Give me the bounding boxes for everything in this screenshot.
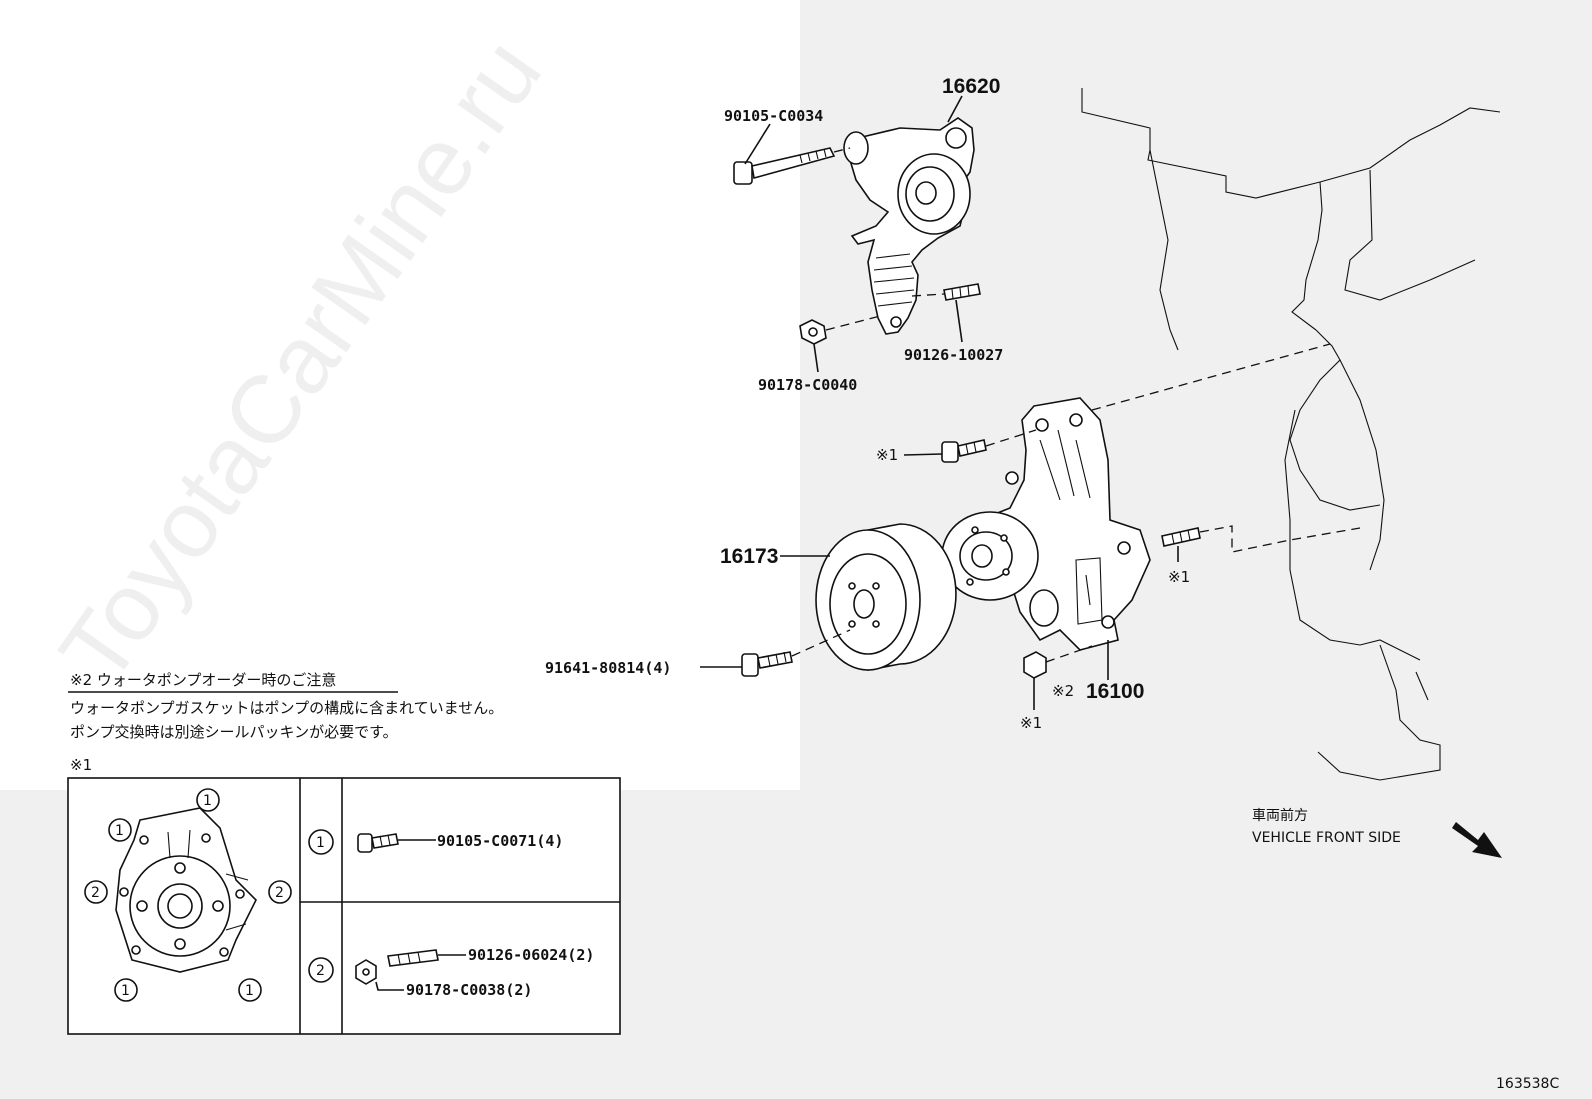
inset-label: ※1 [70,756,92,774]
white-panel [0,0,800,790]
row2-number: 2 [316,963,325,979]
notice-title: ※2 ウォータポンプオーダー時のご注意 [70,671,336,689]
callout-1d: 1 [245,983,254,999]
pulley-16173 [815,523,957,671]
callout-1b: 1 [115,823,124,839]
label-90105-C0034: 90105-C0034 [724,107,823,125]
row2-part-a: 90126-06024(2) [468,946,594,964]
row2-leader-b [375,981,404,991]
water-pump-assembly [941,397,1151,651]
leader-lines [700,95,1179,710]
row2-nut-icon [355,959,377,985]
label-16100: 16100 [1086,680,1144,703]
inset-pump-front-view [115,807,257,973]
figure-id: 163538C [1496,1076,1559,1092]
row1-number: 1 [316,835,325,851]
tensioner-assembly [843,117,975,335]
label-mark1-stud: ※1 [1168,568,1190,586]
row1-bolt-icon [357,833,399,853]
label-mark2: ※2 [1052,682,1074,700]
inset-table: 1 1 2 2 1 1 1 90105-C0071(4) 2 [67,777,621,1035]
callout-2a: 2 [91,885,100,901]
label-16173: 16173 [720,545,778,568]
engine-block-outline [1081,88,1501,781]
label-90126-10027: 90126-10027 [904,346,1003,364]
label-90178-C0040: 90178-C0040 [758,376,857,394]
pump-bolt-mark1 [941,429,1037,463]
label-mark1-nut: ※1 [1020,714,1042,732]
row1-part: 90105-C0071(4) [437,832,563,850]
bolt-90105-C0034 [733,147,851,185]
direction-arrow-icon [1452,822,1502,858]
inset-callouts: 1 1 2 2 1 1 [84,788,292,1002]
direction-en: VEHICLE FRONT SIDE [1252,830,1401,846]
label-mark1-bolt: ※1 [876,446,898,464]
pulley-bolt-91641-80814 [741,629,851,677]
notice-line-2: ポンプ交換時は別途シールパッキンが必要です。 [70,723,398,741]
notice-line-1: ウォータポンプガスケットはポンプの構成に含まれていません。 [70,699,503,717]
callout-1a: 1 [203,793,212,809]
row2-part-b: 90178-C0038(2) [406,981,532,999]
label-91641-80814: 91641-80814(4) [545,659,671,677]
pump-alignment-dash [1091,343,1331,411]
stud-90126-10027 [911,283,981,301]
direction-jp: 車両前方 [1252,807,1308,824]
row2-stud-icon [387,949,439,967]
notice-block: ※2 ウォータポンプオーダー時のご注意 ウォータポンプガスケットはポンプの構成に… [68,671,503,741]
pump-stud-mark1 [1161,525,1361,553]
watermark: ToyotaCarMine.ru [40,20,562,702]
callout-2b: 2 [275,885,284,901]
pump-nut-mark1 [1023,645,1093,679]
nut-90178-C0040 [799,315,881,345]
label-16620: 16620 [942,75,1000,98]
callout-1c: 1 [121,983,130,999]
